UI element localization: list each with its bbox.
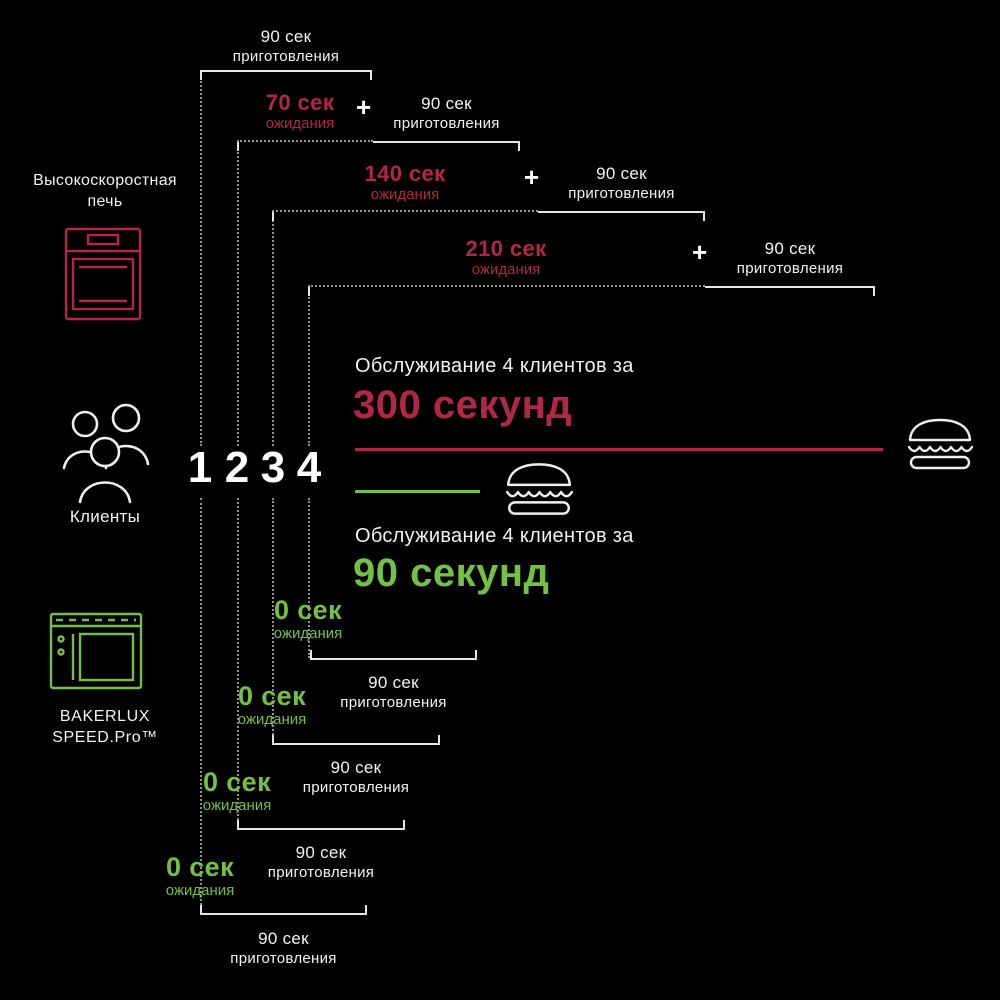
bracket-solid-segment [237, 828, 405, 830]
green-row4-wait-label: 0 сек ожидания [140, 853, 260, 900]
red-row1-cook-label: 90 сек приготовления [200, 26, 372, 66]
cook-time-value: 90 сек [258, 929, 309, 948]
bakerlux-label-line2: SPEED.Pro™ [52, 729, 158, 746]
client1-bottom-connector [200, 498, 202, 913]
fast-oven-label-line1: Высокоскоростная [33, 172, 177, 189]
green-row2-wait-label: 0 сек ожидания [212, 682, 332, 729]
wait-time-caption: ожидания [370, 186, 440, 203]
red-row3-wait-label: 140 сек ожидания [345, 161, 465, 204]
green-row3-bracket [237, 820, 405, 830]
red-summary-prefix: Обслуживание 4 клиентов за [355, 355, 634, 377]
red-row3-bracket [272, 210, 705, 221]
red-row2-bracket [237, 140, 520, 151]
green-row1-cook-label: 90 сек приготовления [310, 672, 477, 712]
bakerlux-label: BAKERLUX SPEED.Pro™ [15, 706, 195, 748]
client3-top-connector [272, 211, 274, 446]
green-summary-prefix: Обслуживание 4 клиентов за [355, 525, 634, 547]
green-timeline-bar [355, 490, 480, 493]
green-row1-wait-label: 0 сек ожидания [248, 596, 368, 643]
green-row3-wait-label: 0 сек ожидания [177, 768, 297, 815]
red-row3-cook-label: 90 сек приготовления [538, 163, 705, 203]
cook-time-caption: приготовления [302, 779, 410, 796]
cook-time-value: 90 сек [295, 843, 347, 862]
wait-time-caption: ожидания [165, 882, 235, 899]
bracket-wait-segment [272, 210, 538, 212]
green-row3-cook-label: 90 сек приготовления [237, 842, 405, 882]
green-row2-bracket [272, 735, 440, 745]
cook-time-value: 90 сек [260, 27, 312, 46]
cook-time-caption: приготовления [232, 48, 340, 65]
wait-time-value: 0 сек [273, 595, 343, 625]
client-number-3: 3 [260, 443, 286, 492]
green-row4-cook-label: 90 сек приготовления [200, 928, 367, 968]
red-summary-value: 300 секунд [353, 383, 573, 427]
green-summary-value: 90 секунд [353, 551, 550, 595]
wait-time-caption: ожидания [265, 115, 335, 132]
bracket-solid-segment [373, 141, 520, 143]
cook-time-value: 90 сек [421, 94, 472, 113]
cook-time-value: 90 сек [764, 239, 816, 258]
bracket-solid-segment [705, 286, 875, 288]
wait-time-value: 70 сек [265, 90, 335, 115]
wait-time-value: 0 сек [237, 681, 307, 711]
plus-sign: + [692, 237, 708, 267]
cook-time-value: 90 сек [596, 164, 647, 183]
client-number-1: 1 [187, 443, 213, 492]
burger-icon [907, 418, 974, 470]
red-row4-bracket [308, 285, 875, 296]
bracket-solid-segment [200, 70, 372, 72]
wait-time-caption: ожидания [237, 711, 307, 728]
wait-time-value: 0 сек [202, 767, 272, 797]
wait-time-value: 0 сек [165, 852, 235, 882]
cook-time-value: 90 сек [330, 758, 382, 777]
bracket-wait-segment [308, 285, 705, 287]
wait-time-caption: ожидания [273, 625, 343, 642]
red-row4-cook-label: 90 сек приготовления [705, 238, 875, 278]
fast-oven-label-line2: печь [87, 193, 123, 210]
red-row4-wait-label: 210 сек ожидания [446, 236, 566, 279]
wait-time-caption: ожидания [471, 261, 541, 278]
green-row2-cook-label: 90 сек приготовления [272, 757, 440, 797]
wait-time-value: 140 сек [364, 161, 446, 186]
wait-time-value: 210 сек [465, 236, 547, 261]
cook-time-caption: приготовления [736, 260, 844, 277]
client4-bottom-connector [308, 498, 310, 658]
client2-top-connector [237, 141, 239, 446]
wait-time-caption: ожидания [202, 797, 272, 814]
client4-top-connector [308, 286, 310, 446]
red-row1-bracket [200, 70, 372, 80]
burger-icon [505, 463, 574, 515]
plus-sign: + [524, 162, 540, 192]
bracket-solid-segment [200, 913, 367, 915]
bakerlux-label-line1: BAKERLUX [59, 708, 151, 725]
red-row2-wait-label: 70 сек ожидания [240, 90, 360, 133]
fast-oven-label: Высокоскоростная печь [15, 170, 195, 212]
red-timeline-bar [355, 448, 883, 451]
bracket-solid-segment [538, 211, 705, 213]
clients-group-icon [62, 403, 150, 504]
cook-time-caption: приготовления [568, 185, 675, 202]
speed-oven-icon [64, 227, 142, 321]
clients-label: Клиенты [69, 507, 141, 526]
green-row4-bracket [200, 905, 367, 915]
bracket-wait-segment [237, 140, 373, 142]
bracket-solid-segment [310, 658, 477, 660]
bracket-solid-segment [272, 743, 440, 745]
client2-bottom-connector [237, 498, 239, 828]
cook-time-caption: приготовления [267, 864, 375, 881]
cook-time-caption: приготовления [230, 950, 337, 967]
cook-time-caption: приготовления [340, 694, 447, 711]
client-number-2: 2 [224, 443, 250, 492]
client1-top-connector [200, 70, 202, 446]
cook-time-value: 90 сек [368, 673, 419, 692]
bakerlux-oven-icon [49, 612, 143, 690]
green-row1-bracket [310, 650, 477, 660]
plus-sign: + [356, 92, 372, 122]
client3-bottom-connector [272, 498, 274, 743]
client-number-4: 4 [296, 443, 322, 492]
cook-time-caption: приготовления [393, 115, 500, 132]
red-row2-cook-label: 90 сек приготовления [373, 93, 520, 133]
